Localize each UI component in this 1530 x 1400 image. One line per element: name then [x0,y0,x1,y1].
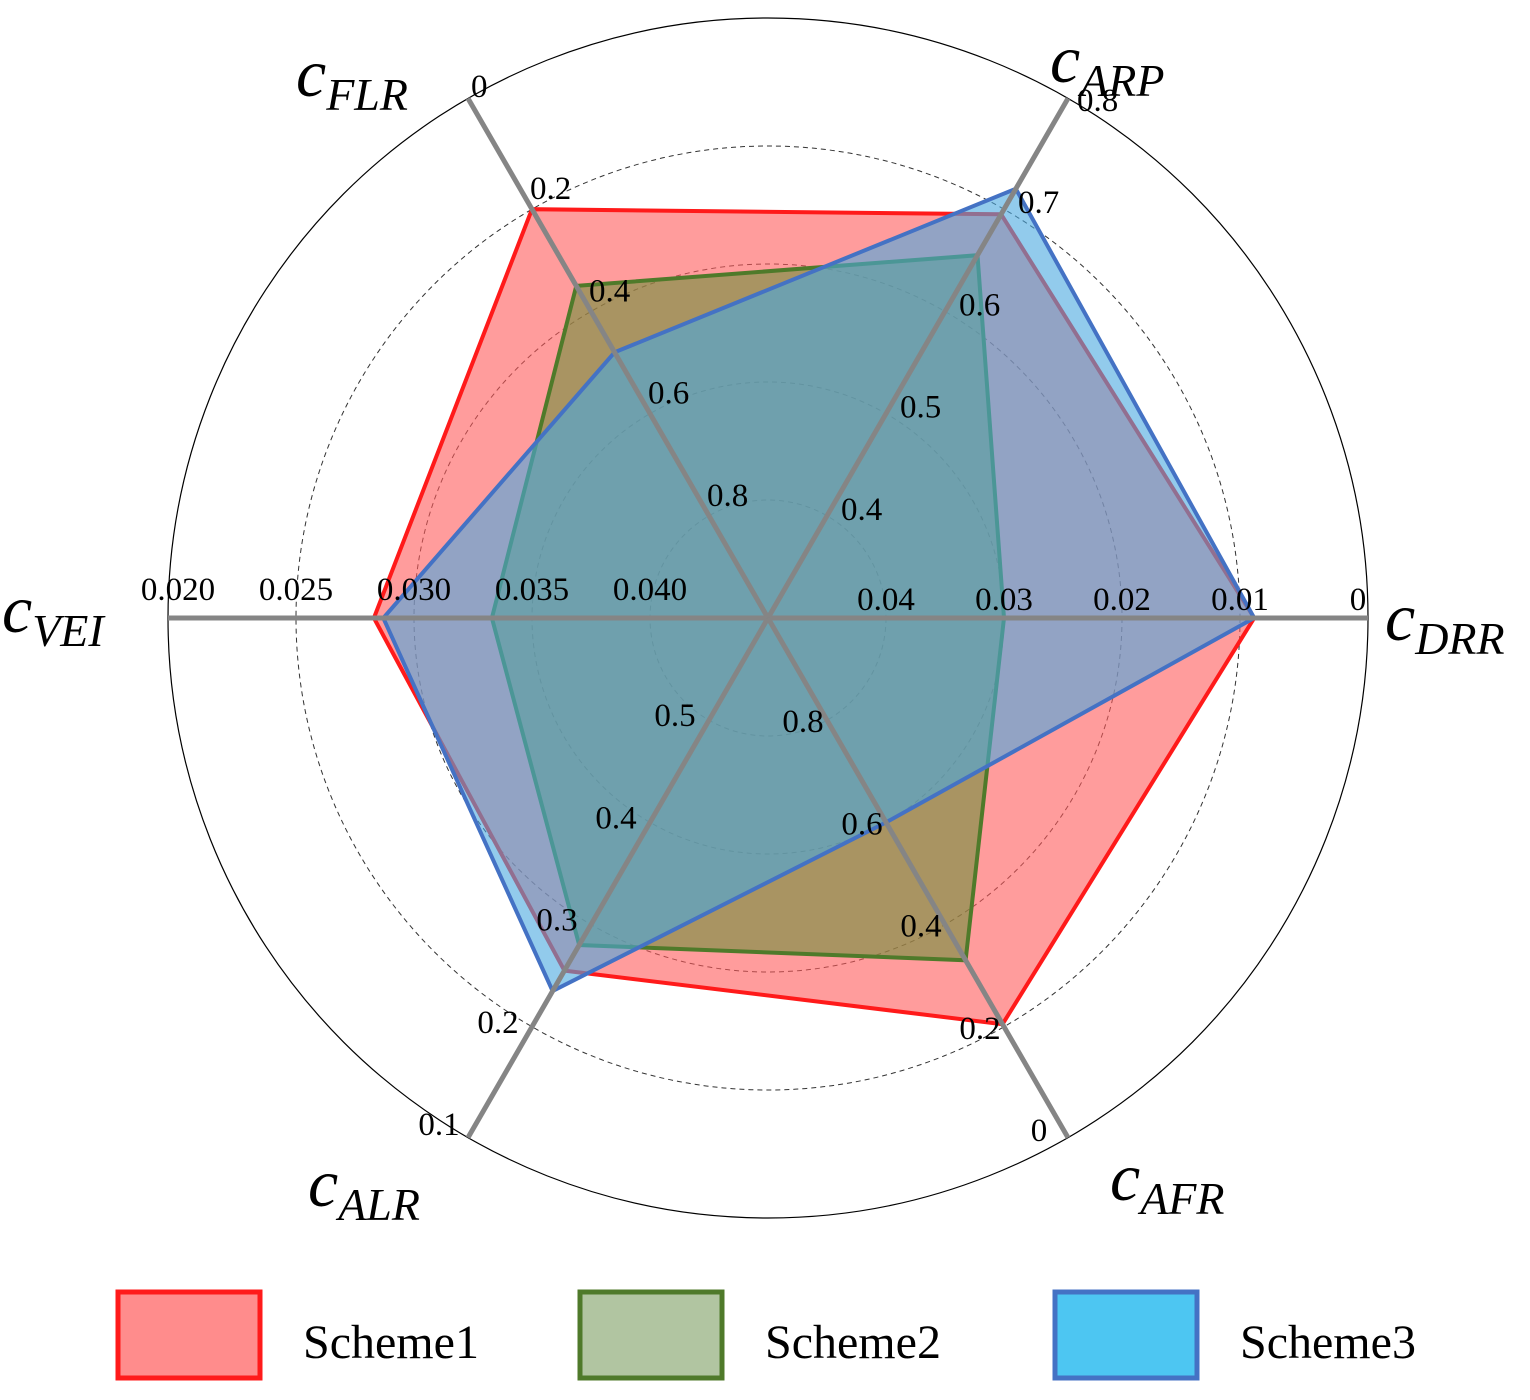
axis-line-arp [765,97,1071,620]
tick-label-vei: 0.025 [259,572,333,608]
tick-label-arp: 0.5 [900,390,941,426]
tick-label-afr: 0.6 [841,806,882,842]
legend-swatch-scheme2 [577,1289,725,1381]
axis-name-afr: cAFR [1110,1139,1224,1224]
legend: Scheme1 Scheme2 Scheme3 [115,1289,1416,1381]
legend-label-scheme1: Scheme1 [303,1316,479,1369]
tick-label-afr: 0.8 [782,704,823,740]
tick-labels: 0.04 0.03 0.02 0.01 0 0.4 0.5 0.6 0.7 0.8 0.8 0.6 0.… [141,69,1366,1149]
tick-label-alr: 0.2 [477,1005,518,1041]
legend-label-scheme3: Scheme3 [1240,1316,1416,1369]
tick-label-flr: 0.6 [648,376,689,412]
tick-label-arp: 0.8 [1077,83,1118,119]
axis-name-flr: cFLR [296,35,408,120]
axis-name-alr: cALR [308,1145,420,1230]
tick-label-drr: 0.03 [975,582,1033,618]
axis-name-drr: cDRR [1385,579,1505,664]
axes-layer [168,97,1368,1139]
tick-label-arp: 0.7 [1018,185,1059,221]
axis-line-alr [465,616,771,1139]
tick-label-vei: 0.020 [141,572,215,608]
legend-swatch-scheme3 [1052,1289,1200,1381]
tick-label-drr: 0.04 [857,582,915,618]
tick-label-alr: 0.1 [418,1107,459,1143]
tick-label-vei: 0.040 [613,572,687,608]
axis-names: cDRR cARP cFLR cVEI cALR cAFR [2,21,1505,1230]
tick-label-flr: 0.8 [707,478,748,514]
legend-label-scheme2: Scheme2 [765,1316,941,1369]
tick-label-flr: 0 [471,69,488,105]
tick-label-drr: 0 [1350,582,1367,618]
tick-label-arp: 0.6 [959,287,1000,323]
tick-label-drr: 0.01 [1211,582,1269,618]
tick-label-arp: 0.4 [841,492,882,528]
tick-label-flr: 0.4 [589,273,630,309]
tick-label-afr: 0 [1031,1113,1048,1149]
tick-label-flr: 0.2 [530,171,571,207]
tick-label-afr: 0.4 [900,909,941,945]
tick-label-alr: 0.5 [654,698,695,734]
tick-label-afr: 0.2 [959,1011,1000,1047]
tick-label-vei: 0.030 [377,572,451,608]
tick-label-vei: 0.035 [495,572,569,608]
tick-label-alr: 0.4 [595,800,636,836]
axis-line-afr [765,616,1071,1139]
tick-label-alr: 0.3 [536,903,577,939]
legend-swatch-scheme1 [115,1289,263,1381]
axis-line-flr [465,97,771,620]
axis-name-vei: cVEI [2,571,106,656]
axis-name-arp: cARP [1050,21,1164,106]
tick-label-drr: 0.02 [1093,582,1151,618]
